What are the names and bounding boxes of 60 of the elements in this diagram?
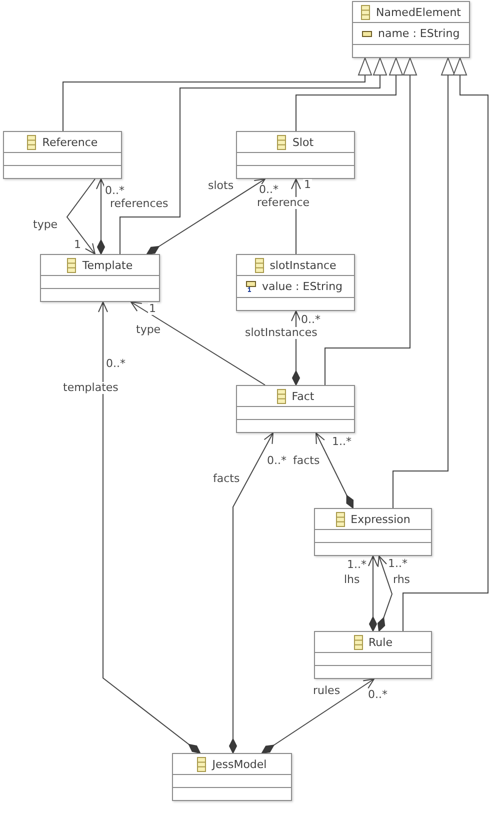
role-label: type bbox=[135, 324, 162, 336]
class-box bbox=[236, 385, 355, 433]
composition-arrow bbox=[96, 178, 106, 254]
class-name: Slot bbox=[292, 136, 314, 148]
class-name: Expression bbox=[350, 512, 410, 526]
multiplicity-label: 0..* bbox=[266, 455, 288, 467]
composition-arrow bbox=[377, 556, 393, 632]
multiplicity-label: 1 bbox=[73, 239, 82, 251]
composition-arrow bbox=[316, 432, 354, 508]
multiplicity-label: 0..* bbox=[104, 185, 126, 197]
multiplicity-label: 0..* bbox=[105, 358, 126, 370]
class-name: Reference bbox=[42, 136, 98, 148]
multiplicity-label: 1..* bbox=[387, 558, 408, 570]
role-label: type bbox=[32, 219, 59, 231]
role-label: rules bbox=[312, 685, 342, 697]
composition-arrow bbox=[229, 432, 274, 754]
composition-arrow bbox=[368, 556, 378, 632]
class-box bbox=[172, 753, 292, 801]
composition-arrow bbox=[98, 302, 200, 754]
class-name: JessModel bbox=[212, 758, 267, 770]
association-arrow bbox=[130, 302, 266, 386]
role-label: facts bbox=[212, 473, 241, 485]
multiplicity-label: 1..* bbox=[331, 436, 352, 448]
class-box bbox=[40, 254, 160, 302]
class-box bbox=[3, 131, 122, 179]
role-label: templates bbox=[62, 382, 120, 394]
class-box bbox=[314, 631, 432, 679]
class-box bbox=[352, 1, 470, 58]
inheritance-arrow bbox=[120, 58, 387, 254]
multiplicity-label: 0..* bbox=[258, 184, 280, 196]
class-name: Fact bbox=[292, 390, 314, 402]
inheritance-arrow bbox=[402, 58, 488, 632]
composition-arrow bbox=[262, 678, 374, 754]
inheritance-arrow bbox=[296, 58, 403, 132]
inheritance-arrow bbox=[62, 58, 372, 132]
attribute-text: value : EString bbox=[262, 280, 343, 293]
class-name: Rule bbox=[368, 636, 392, 648]
class-box bbox=[314, 508, 432, 556]
multiplicity-label: 1..* bbox=[346, 559, 368, 571]
role-label: rhs bbox=[392, 574, 412, 586]
role-label: lhs bbox=[343, 574, 361, 586]
composition-arrow bbox=[146, 178, 266, 254]
class-box bbox=[236, 254, 355, 311]
multiplicity-label: 0..* bbox=[367, 689, 388, 701]
attribute-text: name : EString bbox=[378, 27, 460, 40]
class-box bbox=[236, 131, 355, 179]
role-label: references bbox=[109, 198, 170, 210]
multiplicity-label: 1 bbox=[148, 303, 157, 315]
class-name: Template bbox=[82, 258, 133, 272]
multiplicity-label: 0..* bbox=[300, 314, 322, 326]
inheritance-arrow bbox=[392, 58, 455, 508]
role-label: facts bbox=[292, 455, 321, 467]
role-label: slotInstances bbox=[244, 327, 318, 339]
inheritance-arrow bbox=[324, 58, 417, 386]
class-name: NamedElement bbox=[376, 6, 461, 18]
role-label: slots bbox=[207, 180, 235, 192]
role-label: reference bbox=[256, 197, 311, 209]
association-arrow bbox=[66, 178, 96, 254]
class-name: slotInstance bbox=[270, 258, 336, 272]
multiplicity-label: 1 bbox=[303, 179, 312, 191]
